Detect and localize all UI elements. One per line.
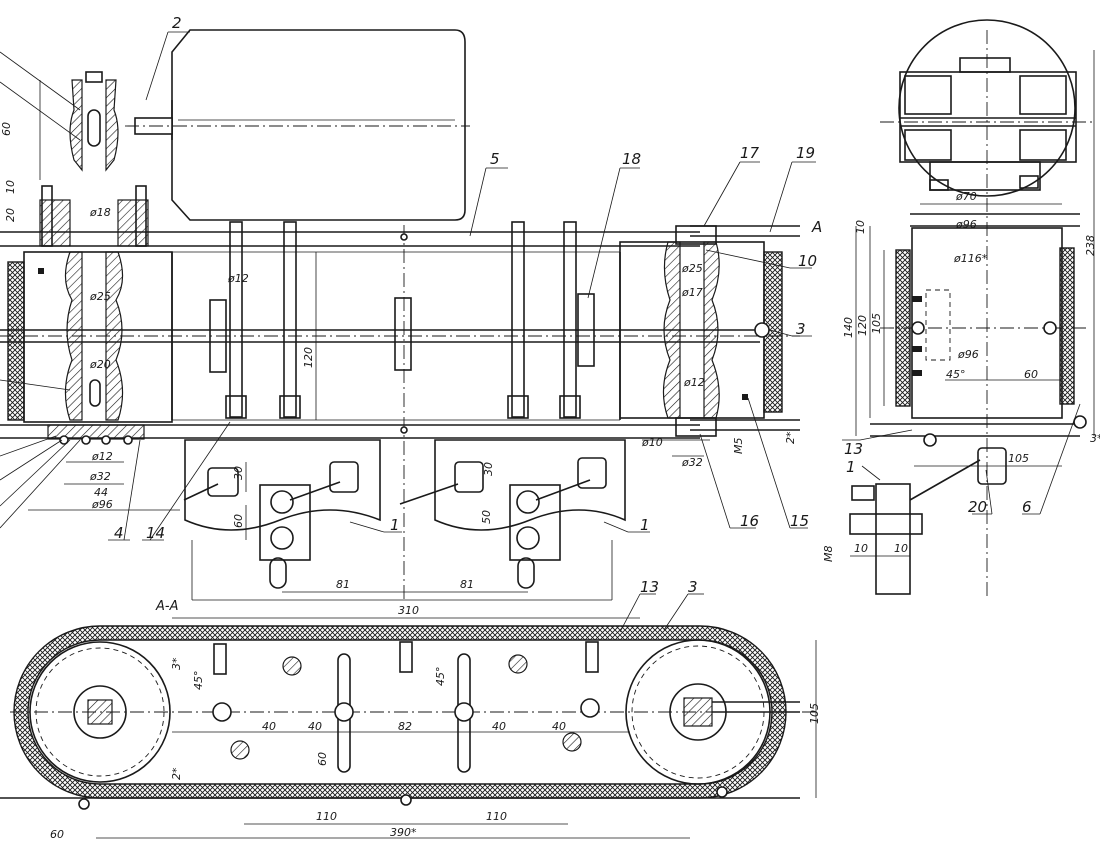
svg-text:60: 60 [316,752,329,766]
side-dimensions: ø70 ø96 ø116* ø96 45° 60 105 10 10 M8 14… [822,190,1100,562]
frame-bolts [209,221,595,434]
svg-text:105: 105 [870,313,883,334]
front-view: 2 5 18 17 19 10 3 16 15 1 1 4 14 A 60 10… [0,14,822,619]
svg-text:30: 30 [232,466,245,480]
label-10: 10 [798,252,817,270]
svg-text:45°: 45° [434,667,447,687]
svg-text:10: 10 [854,220,867,234]
svg-text:40: 40 [492,720,506,733]
svg-text:ø96: ø96 [91,498,113,511]
label-19: 19 [796,144,815,162]
svg-text:M5: M5 [732,438,745,455]
svg-text:238: 238 [1084,235,1097,256]
svg-text:40: 40 [262,720,276,733]
label-1b: 1 [640,516,650,534]
front-dim-lines [28,80,710,619]
svg-text:ø116*: ø116* [953,252,988,265]
svg-text:ø32: ø32 [89,470,111,483]
label-18: 18 [622,150,641,168]
left-drive-pulley [7,71,173,445]
front-dimensions: 60 10 20 ø18 ø25 ø20 ø12 ø32 44 ø96 120 … [0,122,797,617]
svg-text:105: 105 [808,703,821,724]
svg-text:ø20: ø20 [89,358,111,371]
svg-text:60: 60 [50,828,64,841]
svg-text:110: 110 [486,810,507,823]
svg-text:45°: 45° [192,671,205,691]
svg-text:10: 10 [854,542,868,555]
svg-text:3*: 3* [170,657,183,670]
label-20: 20 [968,498,987,516]
section-mark-a: A [811,218,822,236]
svg-text:ø17: ø17 [681,286,703,299]
label-6: 6 [1022,498,1032,516]
label-5: 5 [490,150,500,168]
section-dimensions: 3* 45° 45° 40 40 82 40 40 60 2* 105 110 … [50,657,821,841]
label-15: 15 [790,512,809,530]
svg-text:20: 20 [4,208,17,222]
svg-text:ø96: ø96 [957,348,979,361]
svg-text:ø96: ø96 [955,218,977,231]
svg-text:40: 40 [552,720,566,733]
svg-text:120: 120 [856,315,869,336]
side-view: 13 1 20 6 ø70 ø96 ø116* ø96 45° 60 105 1… [822,19,1100,600]
svg-text:50: 50 [480,510,493,524]
label-2: 2 [172,14,182,32]
svg-text:390*: 390* [390,826,417,839]
tensioner-brackets [183,439,626,601]
svg-text:30: 30 [482,462,495,476]
svg-text:81: 81 [460,578,474,591]
svg-text:ø12: ø12 [683,376,705,389]
svg-text:2*: 2* [784,431,797,444]
svg-text:ø32: ø32 [681,456,703,469]
label-17: 17 [740,144,760,162]
svg-text:ø18: ø18 [89,206,111,219]
section-a-a: A-A 13 [0,578,821,841]
right-tension-pulley [619,225,800,437]
svg-text:44: 44 [94,486,108,499]
svg-text:40: 40 [308,720,322,733]
svg-text:10: 10 [4,180,17,194]
label-14: 14 [146,524,165,542]
front-part-labels: 2 5 18 17 19 10 3 16 15 1 1 4 14 A [114,14,822,542]
svg-text:105: 105 [1008,452,1029,465]
svg-text:ø10: ø10 [641,436,663,449]
label-13-section: 13 [640,578,659,596]
svg-text:ø25: ø25 [681,262,703,275]
svg-text:3*: 3* [1090,432,1100,445]
svg-text:60: 60 [0,122,13,136]
section-title: A-A [155,599,178,614]
svg-text:60: 60 [1024,368,1038,381]
svg-text:M8: M8 [822,546,835,563]
motor [125,29,470,221]
svg-text:45°: 45° [946,368,966,381]
svg-text:ø70: ø70 [955,190,977,203]
label-3-section: 3 [688,578,698,596]
svg-text:310: 310 [398,604,419,617]
svg-text:110: 110 [316,810,337,823]
label-16: 16 [740,512,759,530]
label-4: 4 [114,524,124,542]
svg-text:81: 81 [336,578,350,591]
svg-text:140: 140 [842,317,855,338]
svg-text:ø12: ø12 [91,450,113,463]
label-3: 3 [796,320,806,338]
svg-text:2*: 2* [170,767,183,780]
svg-text:60: 60 [232,514,245,528]
label-13-side: 13 [844,440,863,458]
svg-text:120: 120 [302,347,315,368]
label-1a: 1 [390,516,400,534]
svg-text:ø12: ø12 [227,272,249,285]
svg-text:10: 10 [894,542,908,555]
label-1-side: 1 [846,458,856,476]
side-part-labels: 13 1 20 6 [844,440,1032,516]
svg-text:82: 82 [398,720,412,733]
svg-text:ø25: ø25 [89,290,111,303]
